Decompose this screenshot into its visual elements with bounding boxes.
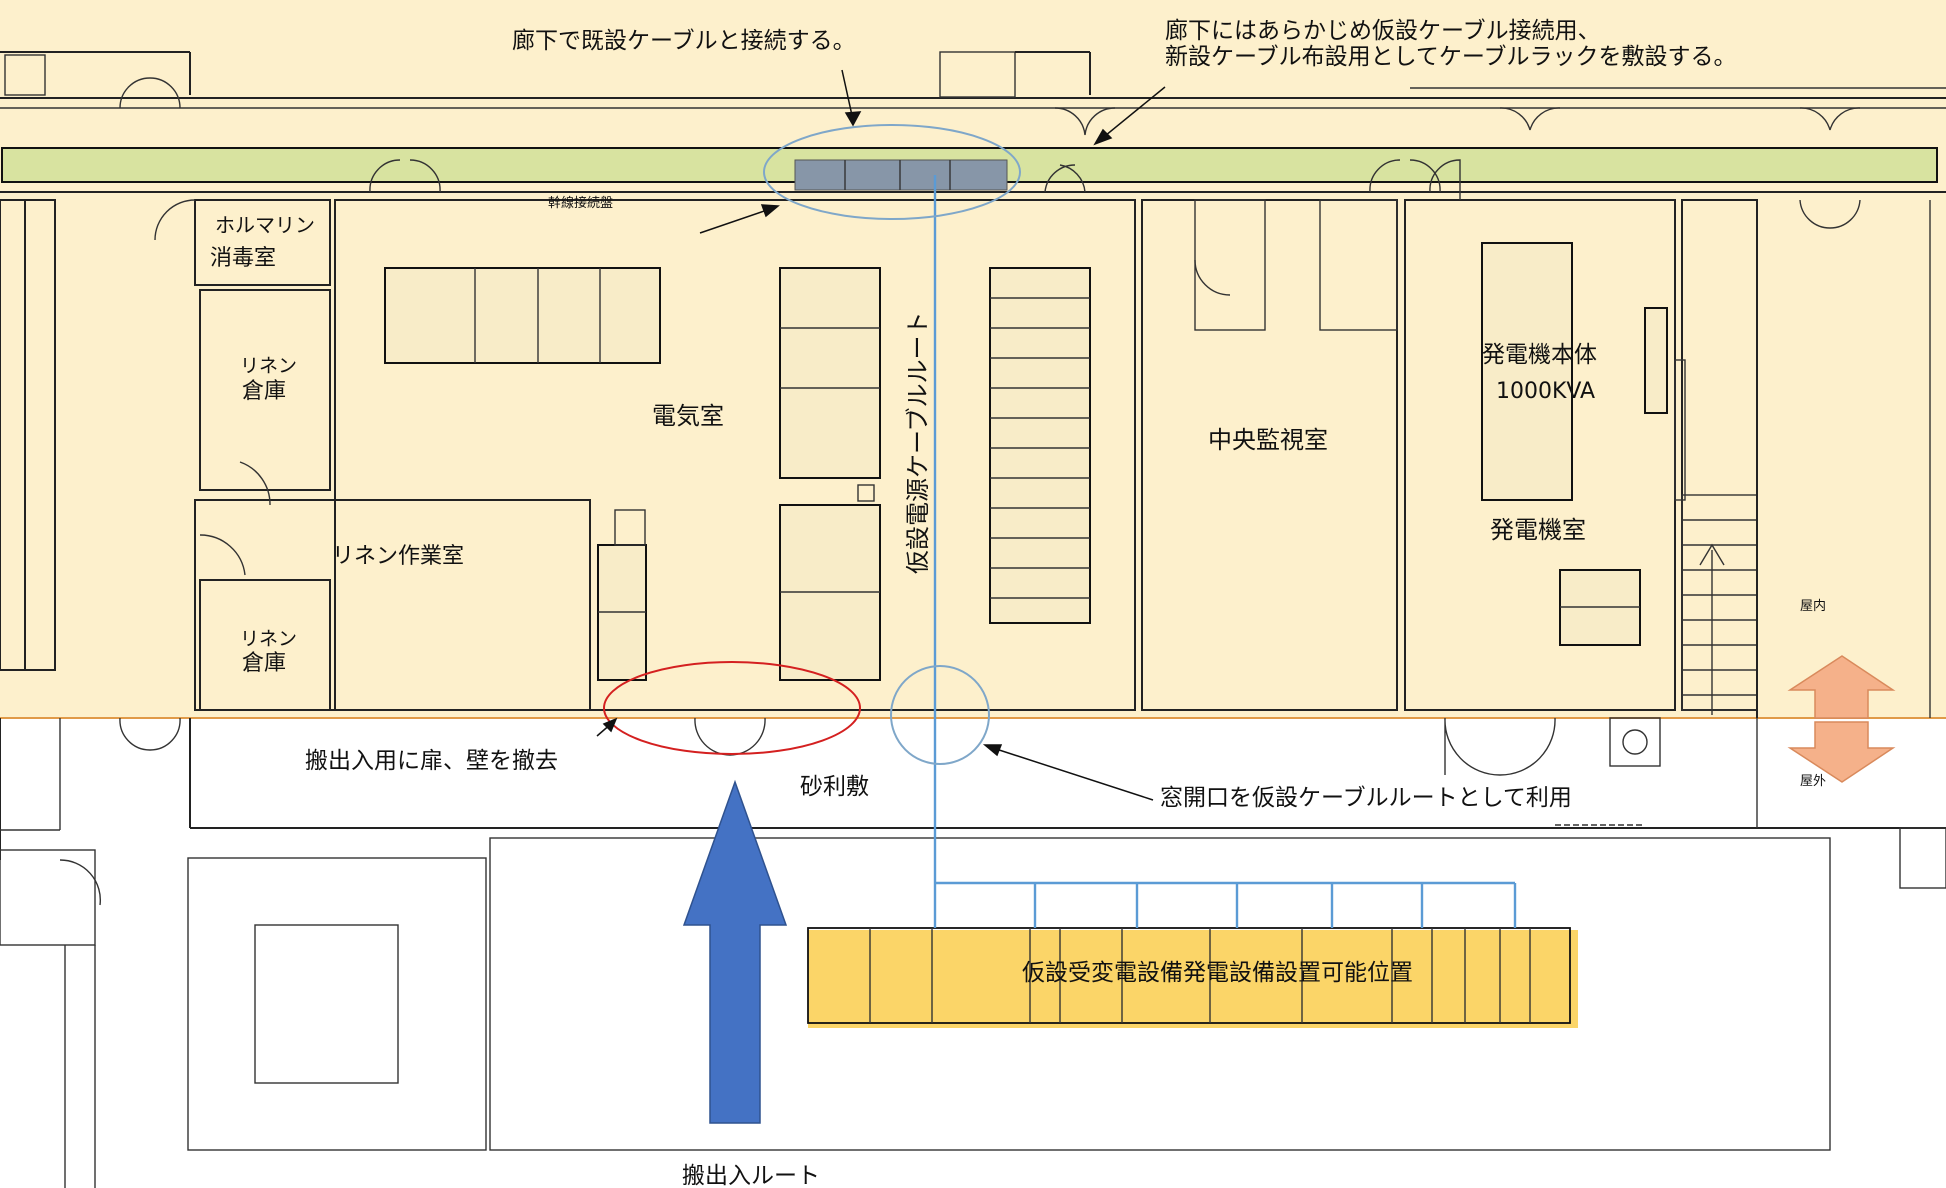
label-outdoor: 屋外 [1800,774,1826,789]
north-walls [0,51,1946,136]
trunk-connection-panel [794,159,1008,191]
label-window-route: 窓開口を仮設ケーブルルートとして利用 [1160,785,1572,811]
label-carry-route: 搬出入ルート [682,1163,820,1188]
temp-equipment-zone [807,927,1578,1028]
label-linen-storage2-line1: リネン [240,628,297,650]
label-corridor-rack-line1: 廊下にはあらかじめ仮設ケーブル接続用、 [1165,18,1601,44]
linen-storage-2 [199,579,331,711]
label-remove-door: 搬出入用に扉、壁を撤去 [305,748,558,774]
label-corridor-rack-line2: 新設ケーブル布設用としてケーブルラックを敷設する。 [1165,44,1737,70]
generator-room [1404,159,1676,711]
label-trunk-panel: 幹線接続盤 [548,195,613,211]
formalin-room [154,199,331,286]
carry-route-arrow [682,779,788,1124]
label-central-monitor: 中央監視室 [1208,426,1328,454]
label-generator-body-line2: 1000KVA [1496,379,1595,404]
label-formalin-line1: ホルマリン [215,213,315,237]
corridor-south-wall [0,159,1946,193]
left-wall [0,199,56,671]
indoor-outdoor-arrow [1787,655,1896,783]
window-opening-circle [890,665,990,765]
label-electric-room: 電気室 [652,402,724,430]
label-linen-storage2-line2: 倉庫 [242,651,286,676]
outdoor-blocks [187,837,1831,1151]
label-indoor: 屋内 [1800,598,1826,614]
connection-callout-ellipse [763,124,1021,220]
electric-room [334,199,1136,711]
label-gravel: 砂利敷 [800,774,869,800]
label-linen-storage1-line2: 倉庫 [242,379,286,404]
leader-arrows [596,69,1166,801]
label-formalin-line2: 消毒室 [210,246,276,271]
label-generator-body-line1: 発電機本体 [1482,342,1597,368]
temp-cable-route-line [933,175,1517,928]
label-linen-storage1-line1: リネン [240,355,297,377]
label-generator-room: 発電機室 [1490,516,1586,544]
label-linen-work: リネン作業室 [332,544,464,569]
central-monitor-room [1141,199,1398,711]
label-temp-cable-route: 仮設電源ケーブルルート [904,311,932,574]
label-corridor-connect: 廊下で既設ケーブルと接続する。 [512,28,856,54]
removal-callout-ellipse [603,661,861,755]
linen-storage-1 [199,289,331,491]
outdoor-lines [0,717,1946,1188]
label-temp-substation: 仮設受変電設備発電設備設置可能位置 [1022,960,1413,986]
